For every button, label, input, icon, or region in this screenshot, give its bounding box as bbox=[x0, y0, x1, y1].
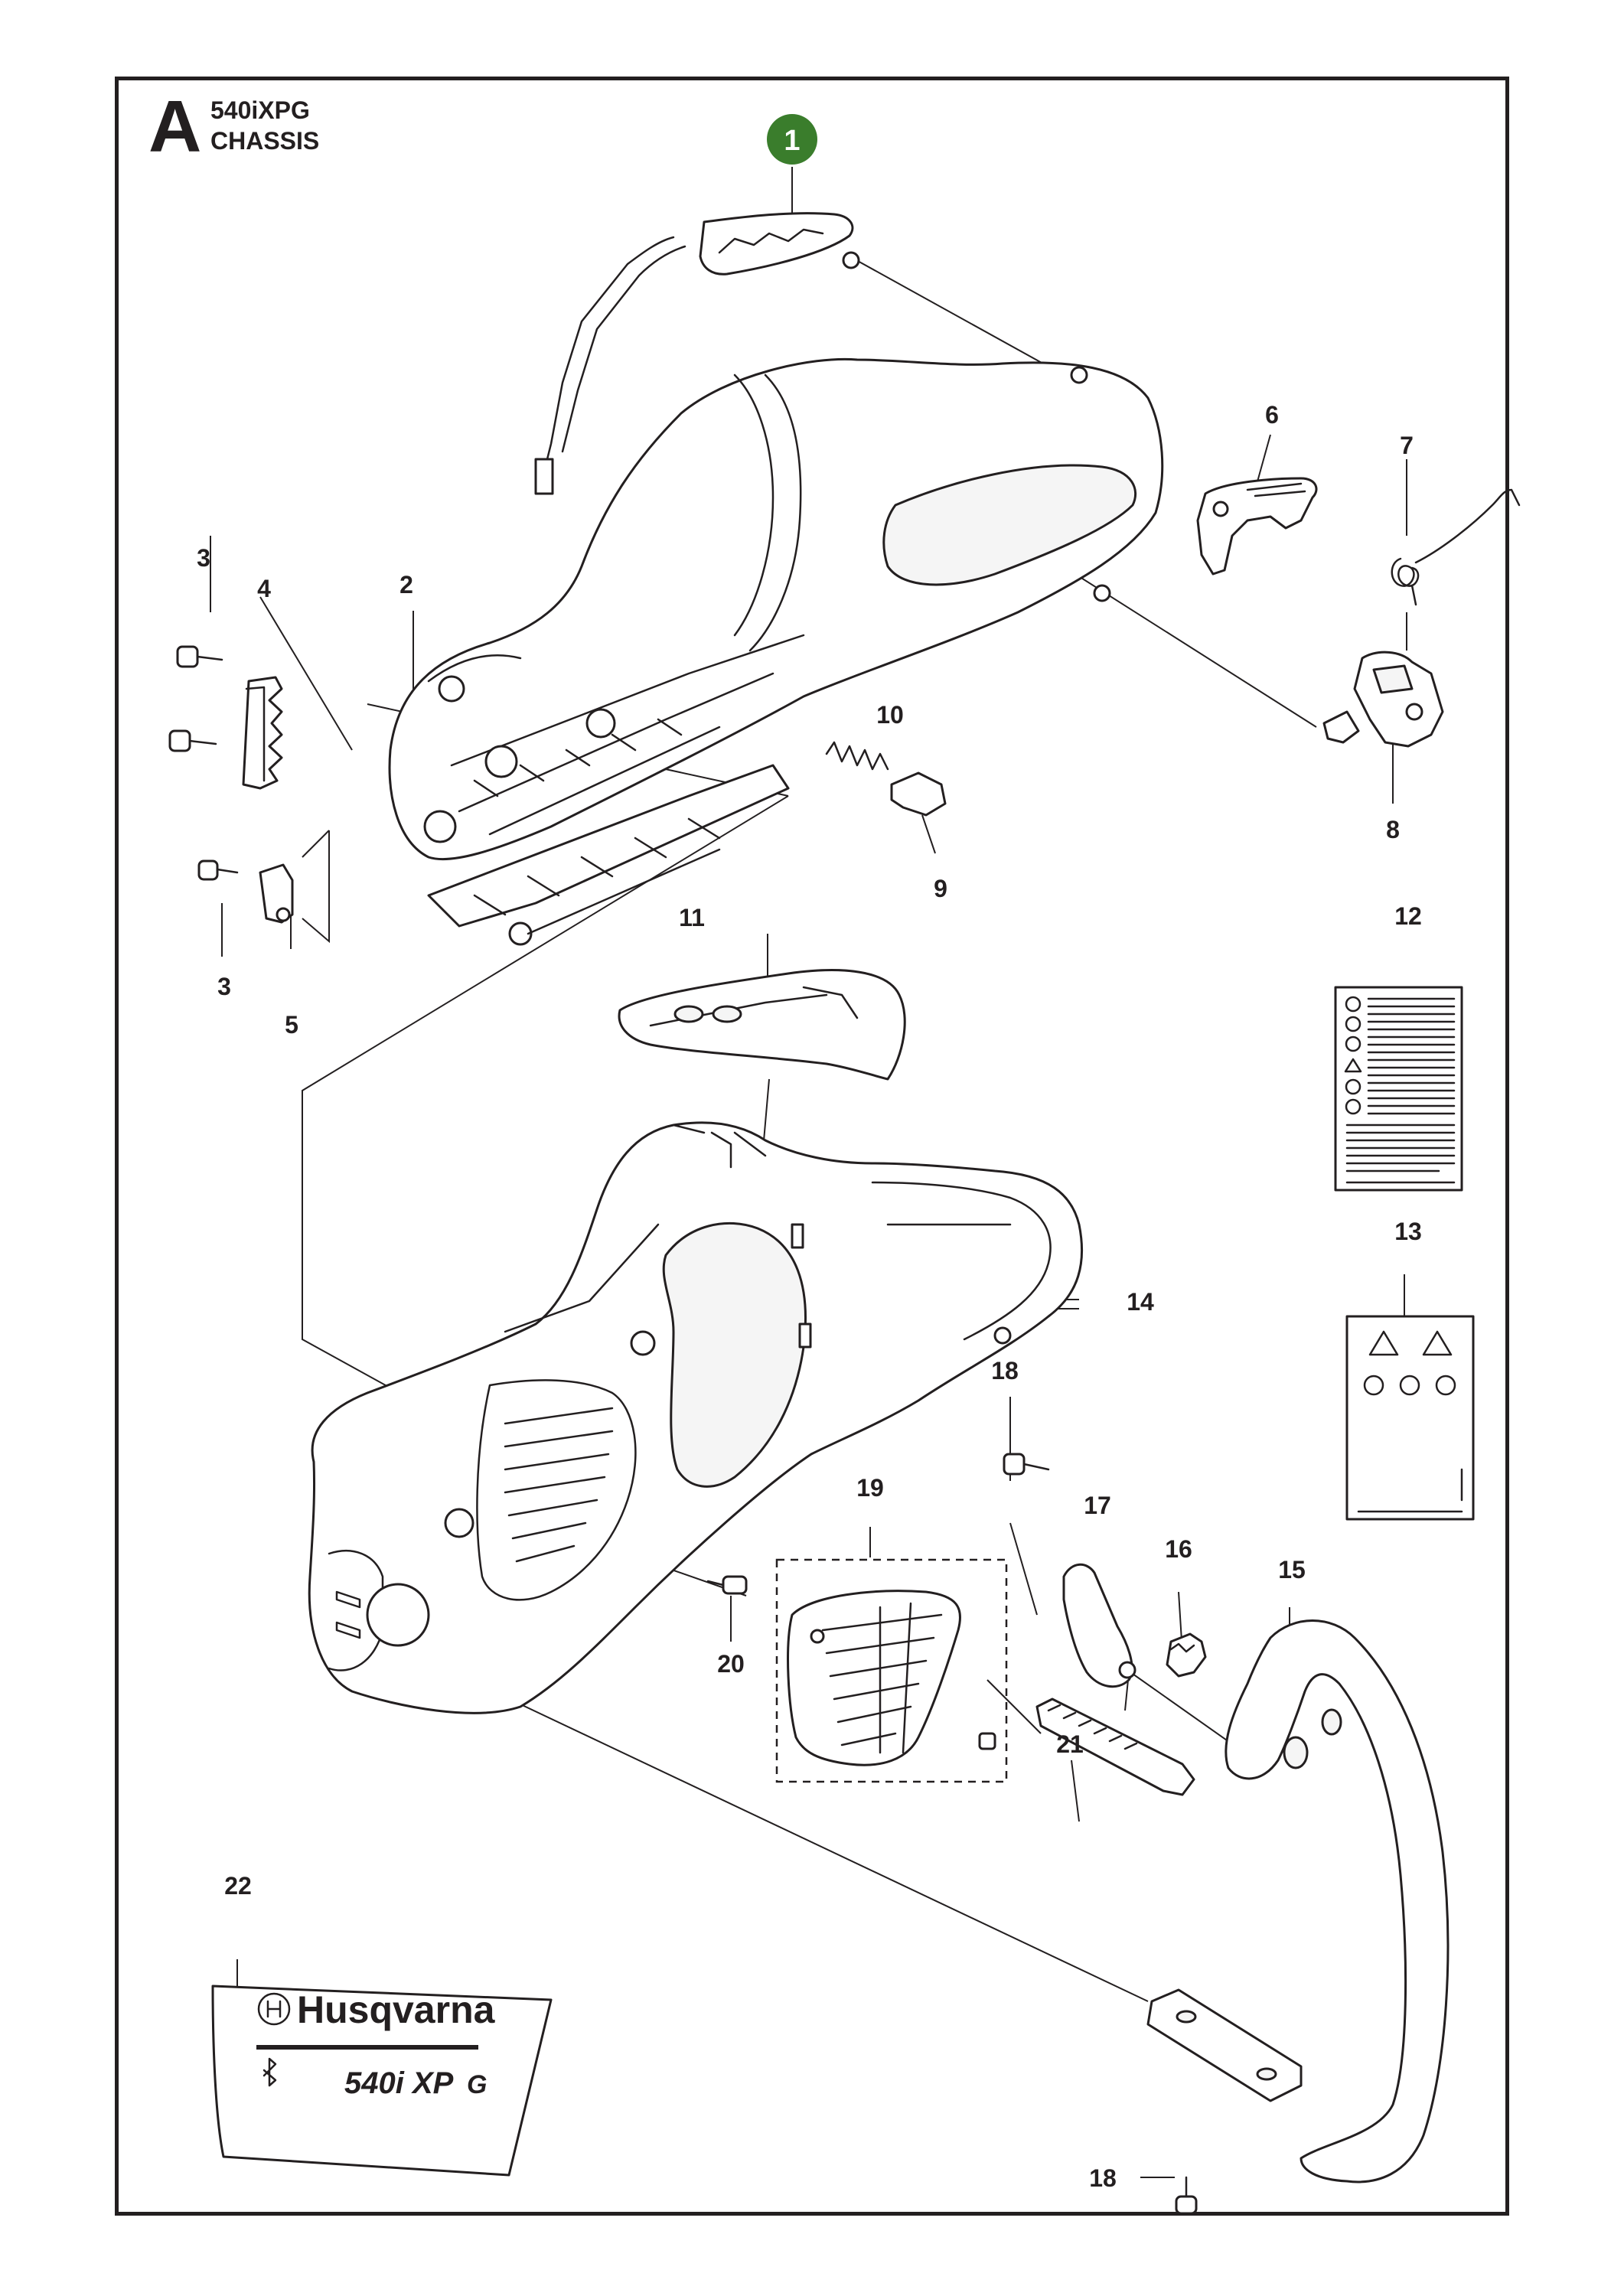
part-18-screw-lower bbox=[1175, 2176, 1198, 2215]
part-20-screw bbox=[706, 1575, 748, 1595]
chainsaw-kickback-icon bbox=[1422, 1330, 1453, 1356]
callout-2: 2 bbox=[399, 571, 413, 598]
callout-12: 12 bbox=[1394, 902, 1422, 930]
callout-6: 6 bbox=[1265, 401, 1279, 429]
decal-model-text: 540i XP bbox=[344, 2066, 454, 2100]
part-9-slider bbox=[890, 771, 947, 817]
callout-1-highlight: 1 bbox=[767, 114, 817, 165]
callout-15: 15 bbox=[1278, 1556, 1306, 1583]
part-18-screw-upper bbox=[1003, 1453, 1050, 1476]
section-letter: A bbox=[148, 86, 202, 168]
callout-8: 8 bbox=[1386, 816, 1400, 843]
callout-13: 13 bbox=[1394, 1218, 1422, 1245]
callout-9: 9 bbox=[934, 875, 947, 902]
callout-21: 21 bbox=[1056, 1730, 1084, 1758]
callout-18-lower: 18 bbox=[1089, 2164, 1117, 2192]
callout-19: 19 bbox=[856, 1474, 884, 1502]
part-22-decal: Husqvarna 540i XP G bbox=[211, 1985, 553, 2177]
diagram-frame bbox=[115, 77, 1509, 2216]
callout-17: 17 bbox=[1084, 1492, 1111, 1519]
part-3-screw-lower bbox=[197, 859, 239, 881]
callout-20: 20 bbox=[717, 1650, 745, 1678]
part-15-front-handle bbox=[1146, 1619, 1450, 2183]
decal-model-suffix: G bbox=[467, 2070, 487, 2099]
warning-triangle-icon bbox=[1344, 996, 1362, 1115]
part-14-housing bbox=[308, 1121, 1084, 1714]
callout-10: 10 bbox=[876, 701, 904, 729]
brand-logo-text: Husqvarna bbox=[297, 1988, 496, 2031]
part-10-spring bbox=[825, 741, 889, 771]
callout-11: 11 bbox=[679, 904, 705, 931]
model-name: 540iXPG bbox=[210, 96, 310, 124]
part-11-cover bbox=[618, 969, 906, 1081]
callout-16: 16 bbox=[1165, 1535, 1192, 1563]
ear-protection-icon bbox=[1435, 1375, 1456, 1396]
part-4-bumper-spike bbox=[242, 676, 283, 790]
section-name: CHASSIS bbox=[210, 127, 320, 155]
part-16-clamp bbox=[1166, 1632, 1207, 1678]
callout-14: 14 bbox=[1127, 1288, 1154, 1316]
callout-3-upper: 3 bbox=[197, 544, 210, 572]
part-17-grip bbox=[1062, 1563, 1136, 1688]
callout-18-upper: 18 bbox=[991, 1357, 1019, 1384]
callout-1-number: 1 bbox=[784, 125, 800, 157]
callout-3-lower: 3 bbox=[217, 973, 231, 1000]
callout-1-circle bbox=[767, 114, 817, 165]
husqvarna-crown-icon bbox=[257, 1992, 291, 2026]
part-2-chassis bbox=[388, 357, 1164, 946]
helmet-icon bbox=[1363, 1375, 1384, 1396]
part-21-rail bbox=[1035, 1698, 1195, 1796]
part-5-clip bbox=[259, 863, 294, 924]
part-7-spring bbox=[1391, 488, 1521, 606]
bluetooth-icon bbox=[263, 2057, 277, 2087]
part-19-side-cover bbox=[775, 1558, 1008, 1783]
callout-numbers: 2 3 3 4 5 6 7 8 9 10 11 12 13 14 15 16 1… bbox=[197, 401, 1422, 2192]
part-1-top-cover bbox=[534, 212, 860, 495]
part-3-screws-upper bbox=[168, 645, 223, 752]
part-13-label bbox=[1345, 1315, 1475, 1521]
callout-4: 4 bbox=[257, 575, 271, 602]
part-12-label bbox=[1334, 986, 1463, 1192]
callout-22: 22 bbox=[224, 1872, 252, 1900]
eye-protection-icon bbox=[1399, 1375, 1420, 1396]
callout-5: 5 bbox=[285, 1011, 298, 1039]
callout-7: 7 bbox=[1400, 432, 1414, 459]
part-6-lever bbox=[1196, 477, 1318, 576]
warning-triangle-icon bbox=[1368, 1330, 1399, 1356]
part-8-bracket bbox=[1322, 651, 1444, 748]
